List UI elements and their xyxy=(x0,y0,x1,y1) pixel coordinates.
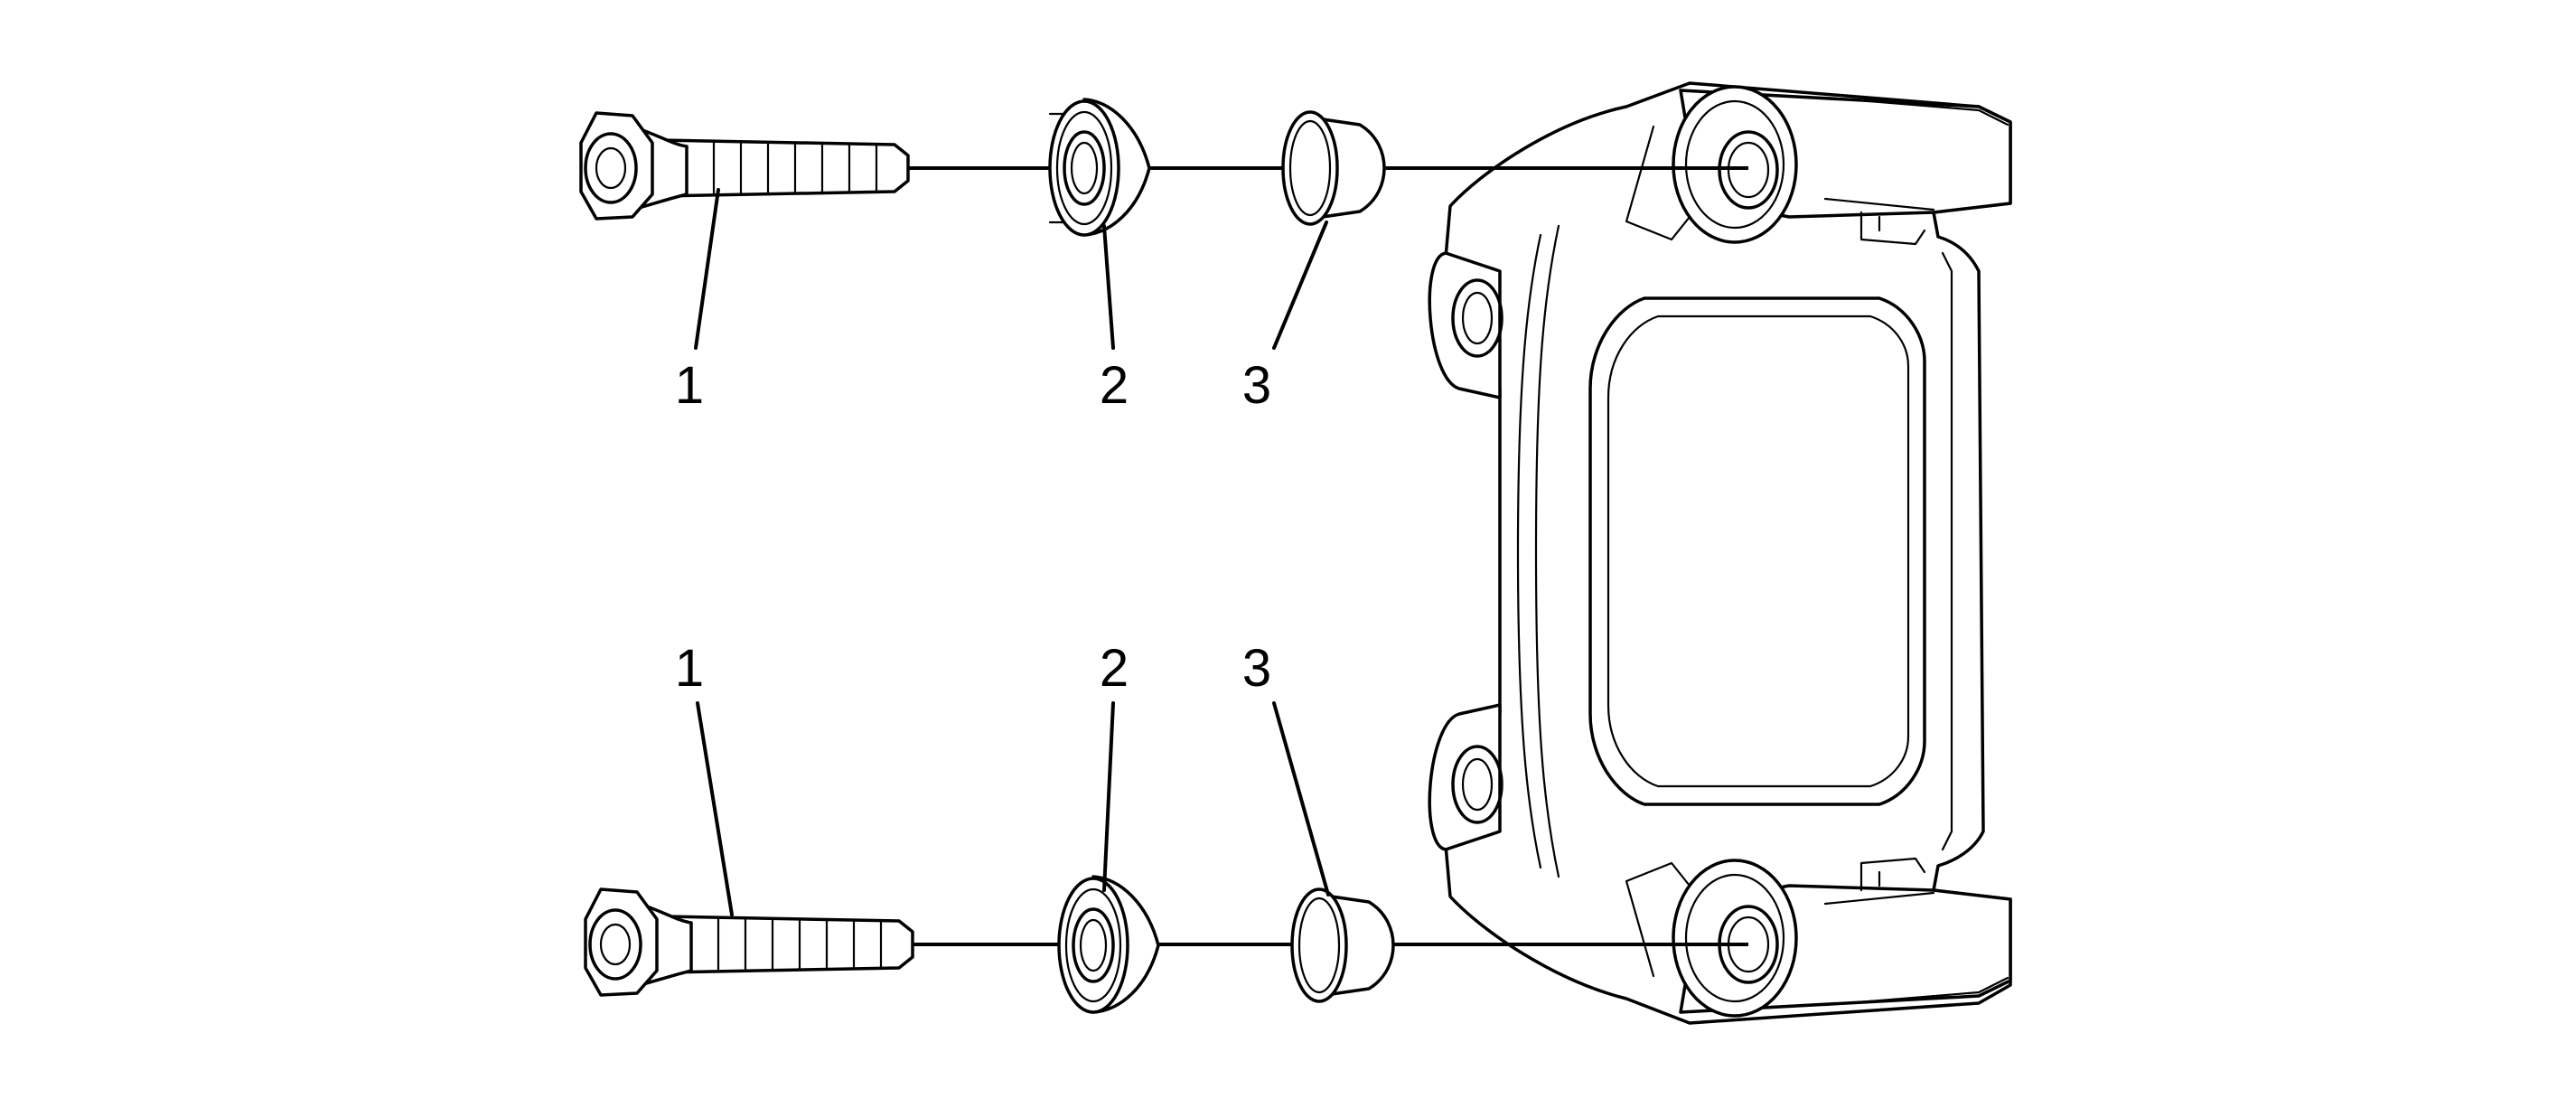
leader-top-2 xyxy=(1102,224,1115,350)
leader-top-1 xyxy=(694,188,720,350)
callout-top-insulator: 2 xyxy=(1099,356,1129,415)
leader-bottom-2 xyxy=(1102,701,1115,892)
callout-bottom-bushing: 3 xyxy=(1241,639,1272,698)
top-bushing xyxy=(1281,110,1386,226)
callout-bottom-insulator: 2 xyxy=(1099,639,1129,698)
callout-top-bolt: 1 xyxy=(674,356,705,415)
top-insulator xyxy=(1048,98,1151,237)
leader-bottom-1 xyxy=(696,701,734,916)
bottom-bolt xyxy=(584,887,914,997)
leader-bottom-3 xyxy=(1272,701,1330,897)
callout-bottom-bolt: 1 xyxy=(674,639,705,698)
bottom-insulator xyxy=(1057,875,1160,1014)
leader-top-3 xyxy=(1272,221,1328,350)
callout-top-bushing: 3 xyxy=(1241,356,1272,415)
caliper-bracket xyxy=(1428,81,2012,1025)
top-bolt xyxy=(579,111,910,221)
bottom-bushing xyxy=(1290,887,1395,1003)
